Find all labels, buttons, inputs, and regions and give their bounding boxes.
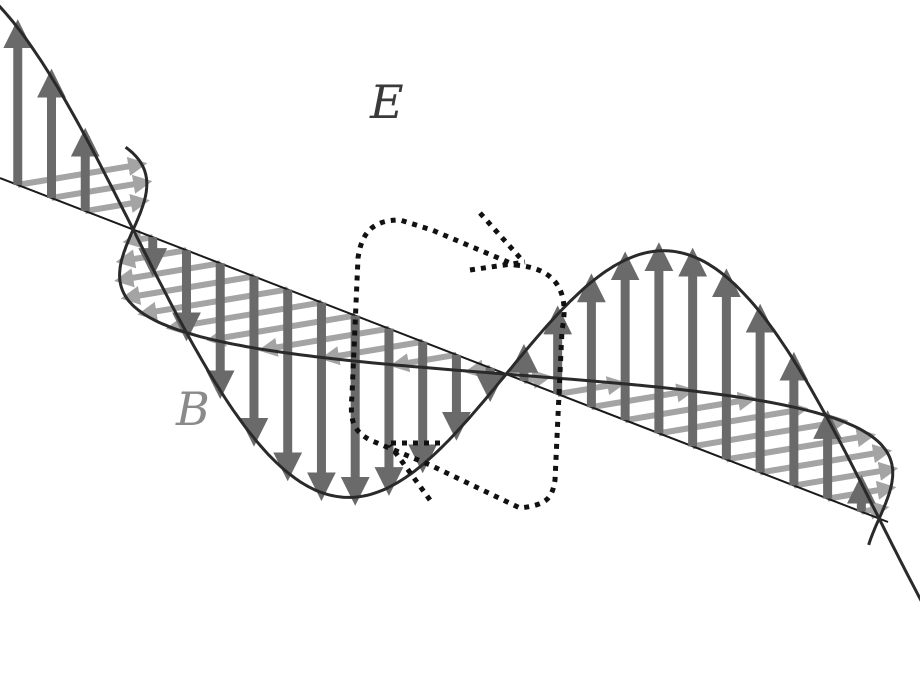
- magnetic-field-arrow: [17, 156, 148, 188]
- magnetic-field-arrow: [258, 325, 390, 357]
- electric-field-label: E: [369, 75, 404, 129]
- magnetic-field-label: B: [175, 382, 210, 436]
- magnetic-field-arrow: [725, 428, 877, 463]
- induction-loop-arrow-upper: [469, 211, 526, 273]
- magnetic-field-arrow: [84, 193, 150, 214]
- magnetic-field-arrow: [793, 461, 899, 489]
- magnetic-field-arrow: [320, 338, 424, 366]
- magnetic-field-arrow: [114, 260, 221, 288]
- induction-loop-arrow-lower: [385, 440, 440, 502]
- magnetic-field-arrow: [590, 383, 696, 411]
- propagation-axis: [0, 177, 889, 523]
- electric-field-arrows: [3, 19, 876, 512]
- magnetic-field-wave-outline: [118, 146, 895, 546]
- magnetic-field-arrow: [658, 401, 809, 437]
- magnetic-field-arrow: [137, 286, 289, 321]
- magnetic-field-arrow: [51, 174, 153, 201]
- electric-field-wave-outline: [0, 4, 920, 602]
- induction-loop: [348, 211, 567, 511]
